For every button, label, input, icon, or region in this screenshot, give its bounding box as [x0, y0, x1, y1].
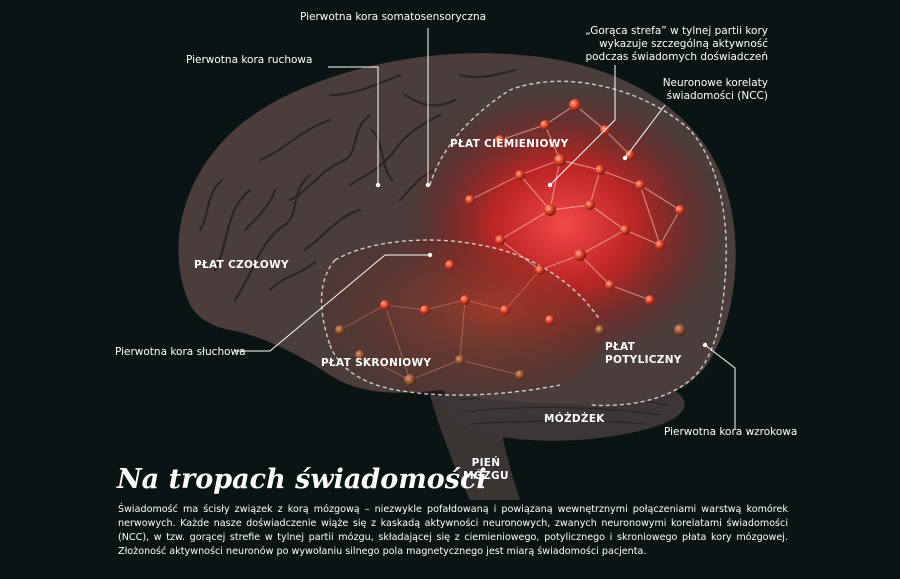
- lobe-parietal: PŁAT CIEMIENIOWY: [450, 138, 569, 150]
- label-motor-cortex: Pierwotna kora ruchowa: [186, 54, 313, 66]
- lobe-frontal: PŁAT CZOŁOWY: [194, 259, 289, 271]
- article-title: Na tropach świadomości: [117, 464, 487, 495]
- label-ncc: Neuronowe korelaty świadomości (NCC): [662, 77, 768, 102]
- lobe-cerebellum: MÓŻDŻEK: [544, 413, 605, 425]
- lobe-brainstem: PIEŃ MÓZGU: [463, 457, 509, 482]
- label-visual-cortex: Pierwotna kora wzrokowa: [664, 426, 798, 438]
- neuron-nodes: [335, 99, 686, 386]
- lobe-temporal: PŁAT SKRONIOWY: [321, 357, 432, 369]
- lobe-occipital: PŁAT POTYLICZNY: [605, 341, 682, 366]
- label-somatosensory-cortex: Pierwotna kora somatosensoryczna: [300, 11, 487, 23]
- label-hot-zone: „Gorąca strefa” w tylnej partii kory wyk…: [585, 25, 768, 63]
- label-auditory-cortex: Pierwotna kora słuchowa: [115, 346, 246, 358]
- article-body: Świadomość ma ścisły związek z korą mózg…: [118, 504, 788, 557]
